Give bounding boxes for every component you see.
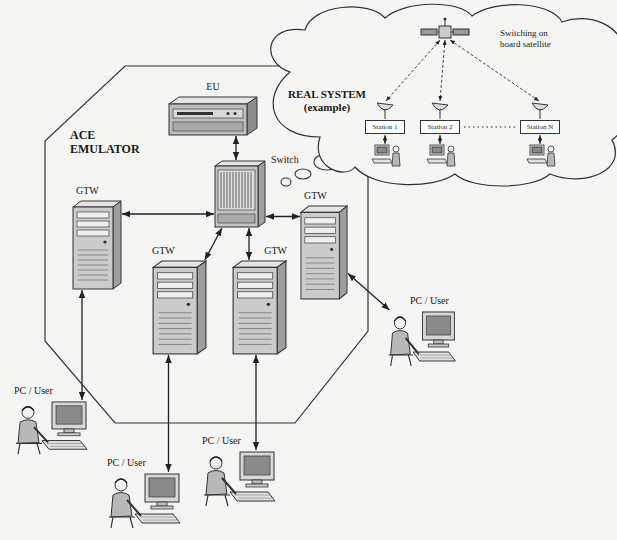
group-title: ACE EMULATOR xyxy=(70,128,150,156)
note-text: Switching on board satellite xyxy=(500,28,562,50)
switch-unit: Switch xyxy=(214,160,266,228)
cloud-shape xyxy=(271,4,617,186)
art-circle xyxy=(448,146,454,152)
art-line xyxy=(386,40,440,101)
art-rect xyxy=(439,26,451,38)
art-path xyxy=(447,153,455,166)
gateway-server: GTW xyxy=(152,260,207,355)
cloud-region: REAL SYSTEM (example) Switching on board … xyxy=(250,2,617,187)
user-workstation: PC / User xyxy=(12,400,92,456)
art-rect xyxy=(453,29,469,35)
connector-arrow xyxy=(235,136,236,160)
device-label: GTW xyxy=(76,185,99,197)
station-links xyxy=(385,135,540,144)
dotted-continuation xyxy=(464,126,516,127)
art-rect xyxy=(430,145,444,155)
device-label: GTW xyxy=(304,190,327,202)
art-line xyxy=(385,135,386,144)
art-path xyxy=(372,159,392,163)
dish-antennas xyxy=(377,103,548,119)
art-rect xyxy=(375,145,389,155)
connector-arrow xyxy=(205,228,222,260)
server-picture xyxy=(233,261,286,354)
station-users xyxy=(372,145,555,166)
server-picture xyxy=(153,261,206,354)
art-rect xyxy=(432,147,442,153)
octagon-shape xyxy=(45,66,368,423)
station-box: Station 1 xyxy=(365,120,405,134)
server-picture xyxy=(301,206,347,299)
device-label: GTW xyxy=(152,245,175,257)
art-path xyxy=(527,159,547,163)
server-picture xyxy=(73,201,121,289)
art-rect xyxy=(377,147,387,153)
rack-picture xyxy=(169,97,257,135)
connector-arrow xyxy=(348,274,389,310)
art-ellipse xyxy=(281,178,291,186)
user-workstation: PC / User xyxy=(385,310,460,368)
station-label: Station N xyxy=(527,121,554,133)
device-label: EU xyxy=(168,81,258,93)
art-circle xyxy=(393,146,399,152)
gateway-server: GTW xyxy=(232,260,287,355)
device-label: PC / User xyxy=(410,295,449,307)
connector-arrow xyxy=(255,355,256,450)
station-label: Station 2 xyxy=(427,121,452,133)
connector-arrow xyxy=(266,216,300,217)
art-line xyxy=(540,135,541,144)
art-circle xyxy=(444,18,447,21)
art-rect xyxy=(532,147,542,153)
art-path xyxy=(532,103,548,110)
radio-links xyxy=(386,40,539,101)
device-label: Switch xyxy=(271,154,299,166)
connector-arrow xyxy=(168,355,169,472)
device-label: PC / User xyxy=(14,385,53,397)
connector-arrow xyxy=(248,228,249,260)
art-line xyxy=(450,40,539,101)
art-line xyxy=(440,40,445,101)
art-path xyxy=(437,20,453,32)
art-path xyxy=(547,153,555,166)
user-workstation: PC / User xyxy=(105,472,185,530)
art-rect xyxy=(530,145,544,155)
device-label: PC / User xyxy=(202,435,241,447)
workstation-picture xyxy=(109,474,180,528)
workstation-picture xyxy=(389,312,456,366)
art-path xyxy=(377,103,393,110)
gateway-server: GTW xyxy=(300,205,348,300)
workstation-picture xyxy=(16,402,87,454)
gateway-server: GTW xyxy=(72,200,122,290)
art-line xyxy=(440,135,441,144)
art-path xyxy=(427,159,447,163)
device-label: GTW xyxy=(264,245,287,257)
user-workstation: PC / User xyxy=(200,450,280,508)
station-label: Station 1 xyxy=(372,121,397,133)
art-g xyxy=(82,136,389,472)
device-label: PC / User xyxy=(107,457,146,469)
workstation-picture xyxy=(204,452,275,506)
station-box: Station N xyxy=(520,120,560,134)
art-path xyxy=(385,109,540,119)
art-path xyxy=(432,103,448,110)
connector-arrow xyxy=(122,213,214,214)
art-rect xyxy=(421,29,437,35)
art-ellipse xyxy=(295,169,311,179)
region-title: REAL SYSTEM (example) xyxy=(282,88,372,114)
art-circle xyxy=(548,146,554,152)
rack-unit: EU xyxy=(168,96,258,136)
switch-picture xyxy=(215,161,265,227)
station-box: Station 2 xyxy=(420,120,460,134)
satellite-icon xyxy=(421,18,469,39)
art-path xyxy=(392,153,400,166)
